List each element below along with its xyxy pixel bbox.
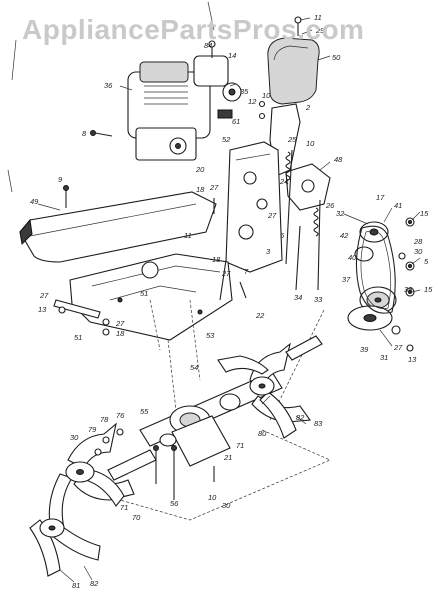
callout-8: 8 — [82, 129, 87, 138]
callout-71: 71 — [120, 503, 128, 512]
callout-39: 39 — [360, 345, 369, 354]
callout-15: 15 — [424, 285, 433, 294]
callout-30: 30 — [70, 433, 79, 442]
callout-labels: 11 29 50 84 14 36 35 12 10 2 8 61 52 25 … — [30, 13, 433, 590]
callout-26: 26 — [325, 201, 335, 210]
callout-27: 27 — [267, 211, 277, 220]
callout-27: 27 — [393, 343, 403, 352]
callout-78: 78 — [100, 415, 109, 424]
right-tine-assembly-part — [217, 335, 323, 439]
shaft-bracket-part — [285, 163, 331, 211]
callout-30: 30 — [222, 501, 231, 510]
callout-32: 32 — [336, 209, 345, 218]
callout-27: 27 — [221, 269, 231, 278]
fastener-hardware-part — [58, 16, 415, 500]
callout-10: 10 — [306, 139, 315, 148]
callout-31: 31 — [380, 353, 388, 362]
transmission-frame-part — [225, 141, 283, 273]
callout-27: 27 — [115, 319, 125, 328]
callout-82: 82 — [90, 579, 99, 588]
callout-36: 36 — [104, 81, 113, 90]
callout-11: 11 — [184, 231, 192, 240]
pulley-assembly-part — [347, 221, 397, 331]
callout-83: 83 — [314, 419, 323, 428]
callout-7: 7 — [244, 267, 249, 276]
callout-2: 2 — [305, 103, 311, 112]
callout-28: 28 — [413, 237, 423, 246]
callout-9: 9 — [58, 175, 63, 184]
callout-27: 27 — [209, 183, 219, 192]
callout-18: 18 — [116, 329, 125, 338]
callout-42: 42 — [340, 231, 349, 240]
callout-34: 34 — [294, 293, 302, 302]
callout-84: 84 — [204, 41, 212, 50]
engine-part — [127, 55, 242, 161]
callout-18: 18 — [196, 185, 205, 194]
drive-belt-part — [355, 225, 396, 314]
callout-79: 79 — [88, 425, 97, 434]
callout-13: 13 — [408, 355, 417, 364]
callout-30: 30 — [414, 247, 423, 256]
axle-rod-part — [53, 299, 101, 319]
callout-5: 5 — [424, 257, 429, 266]
callout-51: 51 — [140, 289, 148, 298]
callout-54: 54 — [190, 363, 198, 372]
callout-53: 53 — [206, 331, 215, 340]
callout-11: 11 — [314, 13, 322, 22]
callout-56: 56 — [170, 499, 179, 508]
callout-82: 82 — [296, 413, 305, 422]
callout-80: 80 — [258, 429, 267, 438]
callout-6: 6 — [280, 231, 285, 240]
callout-81: 81 — [72, 581, 80, 590]
callout-50: 50 — [332, 53, 341, 62]
callout-20: 20 — [195, 165, 205, 174]
callout-52: 52 — [222, 135, 231, 144]
callout-41: 41 — [394, 201, 402, 210]
callout-55: 55 — [140, 407, 149, 416]
callout-33: 33 — [314, 295, 323, 304]
callout-71: 71 — [236, 441, 244, 450]
left-tine-assembly-part — [29, 422, 157, 577]
callout-22: 22 — [255, 311, 265, 320]
callout-29: 29 — [315, 26, 325, 35]
callout-61: 61 — [232, 117, 240, 126]
callout-24: 24 — [279, 177, 288, 186]
watermark: AppliancePartsPros.com — [22, 14, 365, 45]
callout-76: 76 — [116, 411, 125, 420]
callout-51: 51 — [74, 333, 82, 342]
callout-18: 18 — [212, 255, 221, 264]
callout-10: 10 — [208, 493, 217, 502]
callout-14: 14 — [228, 51, 236, 60]
callout-15: 15 — [420, 209, 429, 218]
callout-40: 40 — [348, 253, 357, 262]
frame-deck-part — [69, 253, 233, 341]
tine-shield-part — [19, 191, 217, 263]
callout-13: 13 — [38, 305, 47, 314]
callout-21: 21 — [223, 453, 232, 462]
callout-25: 25 — [287, 135, 297, 144]
callout-49: 49 — [30, 197, 39, 206]
tine-shaft-gearbox-part — [139, 371, 283, 467]
callout-10: 10 — [262, 91, 271, 100]
belt-cover-part — [267, 37, 320, 105]
callout-12: 12 — [248, 97, 257, 106]
callout-leader-lines — [7, 1, 421, 583]
callout-70: 70 — [132, 513, 141, 522]
callout-3: 3 — [266, 247, 271, 256]
callout-35: 35 — [240, 87, 249, 96]
spring-rod-part — [285, 149, 321, 291]
callout-17: 17 — [376, 193, 385, 202]
callout-27: 27 — [39, 291, 49, 300]
callout-38: 38 — [404, 285, 413, 294]
callout-48: 48 — [334, 155, 343, 164]
callout-37: 37 — [342, 275, 351, 284]
